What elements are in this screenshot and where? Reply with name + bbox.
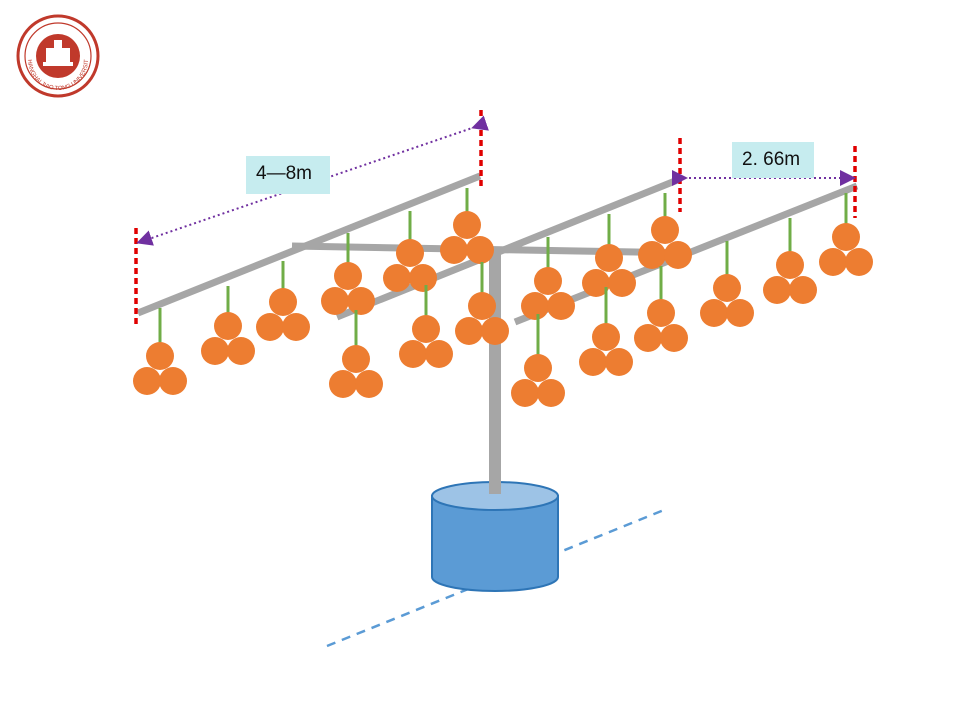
arm-spacing-label: 2. 66m	[732, 142, 814, 178]
fruit	[159, 367, 187, 395]
fruit-cluster	[383, 211, 437, 292]
arm-length-label: 4—8m	[246, 156, 330, 194]
fruit	[638, 241, 666, 269]
fruit-cluster	[455, 262, 509, 345]
fruit	[146, 342, 174, 370]
fruit	[409, 264, 437, 292]
fruit-cluster	[321, 233, 375, 315]
arm-front	[136, 172, 482, 317]
fruit	[521, 292, 549, 320]
fruit	[592, 323, 620, 351]
fruit	[227, 337, 255, 365]
fruit	[582, 269, 610, 297]
fruit	[605, 348, 633, 376]
fruit	[647, 299, 675, 327]
fruit	[845, 248, 873, 276]
fruit	[726, 299, 754, 327]
fruit-cluster	[329, 310, 383, 398]
fruit	[347, 287, 375, 315]
fruit	[789, 276, 817, 304]
fruit	[608, 269, 636, 297]
fruit-cluster	[511, 314, 565, 407]
university-logo: SHANGHAI JIAO TONG UNIVERSITY	[16, 14, 100, 98]
fruit	[440, 236, 468, 264]
fruit-cluster	[201, 286, 255, 365]
fruit	[579, 348, 607, 376]
fruit	[664, 241, 692, 269]
fruit-cluster	[521, 237, 575, 320]
fruit	[329, 370, 357, 398]
fruit	[214, 312, 242, 340]
fruit	[634, 324, 662, 352]
fruit-cluster	[634, 266, 688, 352]
fruit-cluster	[256, 261, 310, 341]
fruit-cluster	[440, 188, 494, 264]
fruit	[776, 251, 804, 279]
fruit	[133, 367, 161, 395]
fruit-cluster	[763, 218, 817, 304]
fruit	[396, 239, 424, 267]
fruit	[832, 223, 860, 251]
arm-length-arrow	[136, 115, 489, 246]
fruit	[282, 313, 310, 341]
fruit	[524, 354, 552, 382]
fruit-cluster	[700, 241, 754, 327]
fruit	[481, 317, 509, 345]
arm-middle	[335, 175, 682, 321]
fruit	[342, 345, 370, 373]
fruit-cluster	[133, 308, 187, 395]
fruit	[321, 287, 349, 315]
fruit	[660, 324, 688, 352]
fruit	[355, 370, 383, 398]
fruit-cluster	[638, 193, 692, 269]
fruit	[269, 288, 297, 316]
fruit	[713, 274, 741, 302]
fruit	[466, 236, 494, 264]
fruit	[819, 248, 847, 276]
fruit	[700, 299, 728, 327]
fruit-cluster	[819, 193, 873, 276]
fruit	[537, 379, 565, 407]
fruit	[547, 292, 575, 320]
fruit	[399, 340, 427, 368]
fruit	[534, 267, 562, 295]
fruit-cluster	[582, 214, 636, 297]
fruit	[412, 315, 440, 343]
fruit	[651, 216, 679, 244]
fruit	[425, 340, 453, 368]
fruit	[201, 337, 229, 365]
fruit-cluster	[399, 285, 453, 368]
fruit	[455, 317, 483, 345]
fruit-clusters	[133, 188, 873, 407]
base-container	[431, 481, 559, 592]
fruit	[383, 264, 411, 292]
fruit	[595, 244, 623, 272]
fruit	[468, 292, 496, 320]
fruit	[763, 276, 791, 304]
fruit-cluster	[579, 287, 633, 376]
fruit	[334, 262, 362, 290]
fruit	[511, 379, 539, 407]
fruit	[453, 211, 481, 239]
fruit	[256, 313, 284, 341]
